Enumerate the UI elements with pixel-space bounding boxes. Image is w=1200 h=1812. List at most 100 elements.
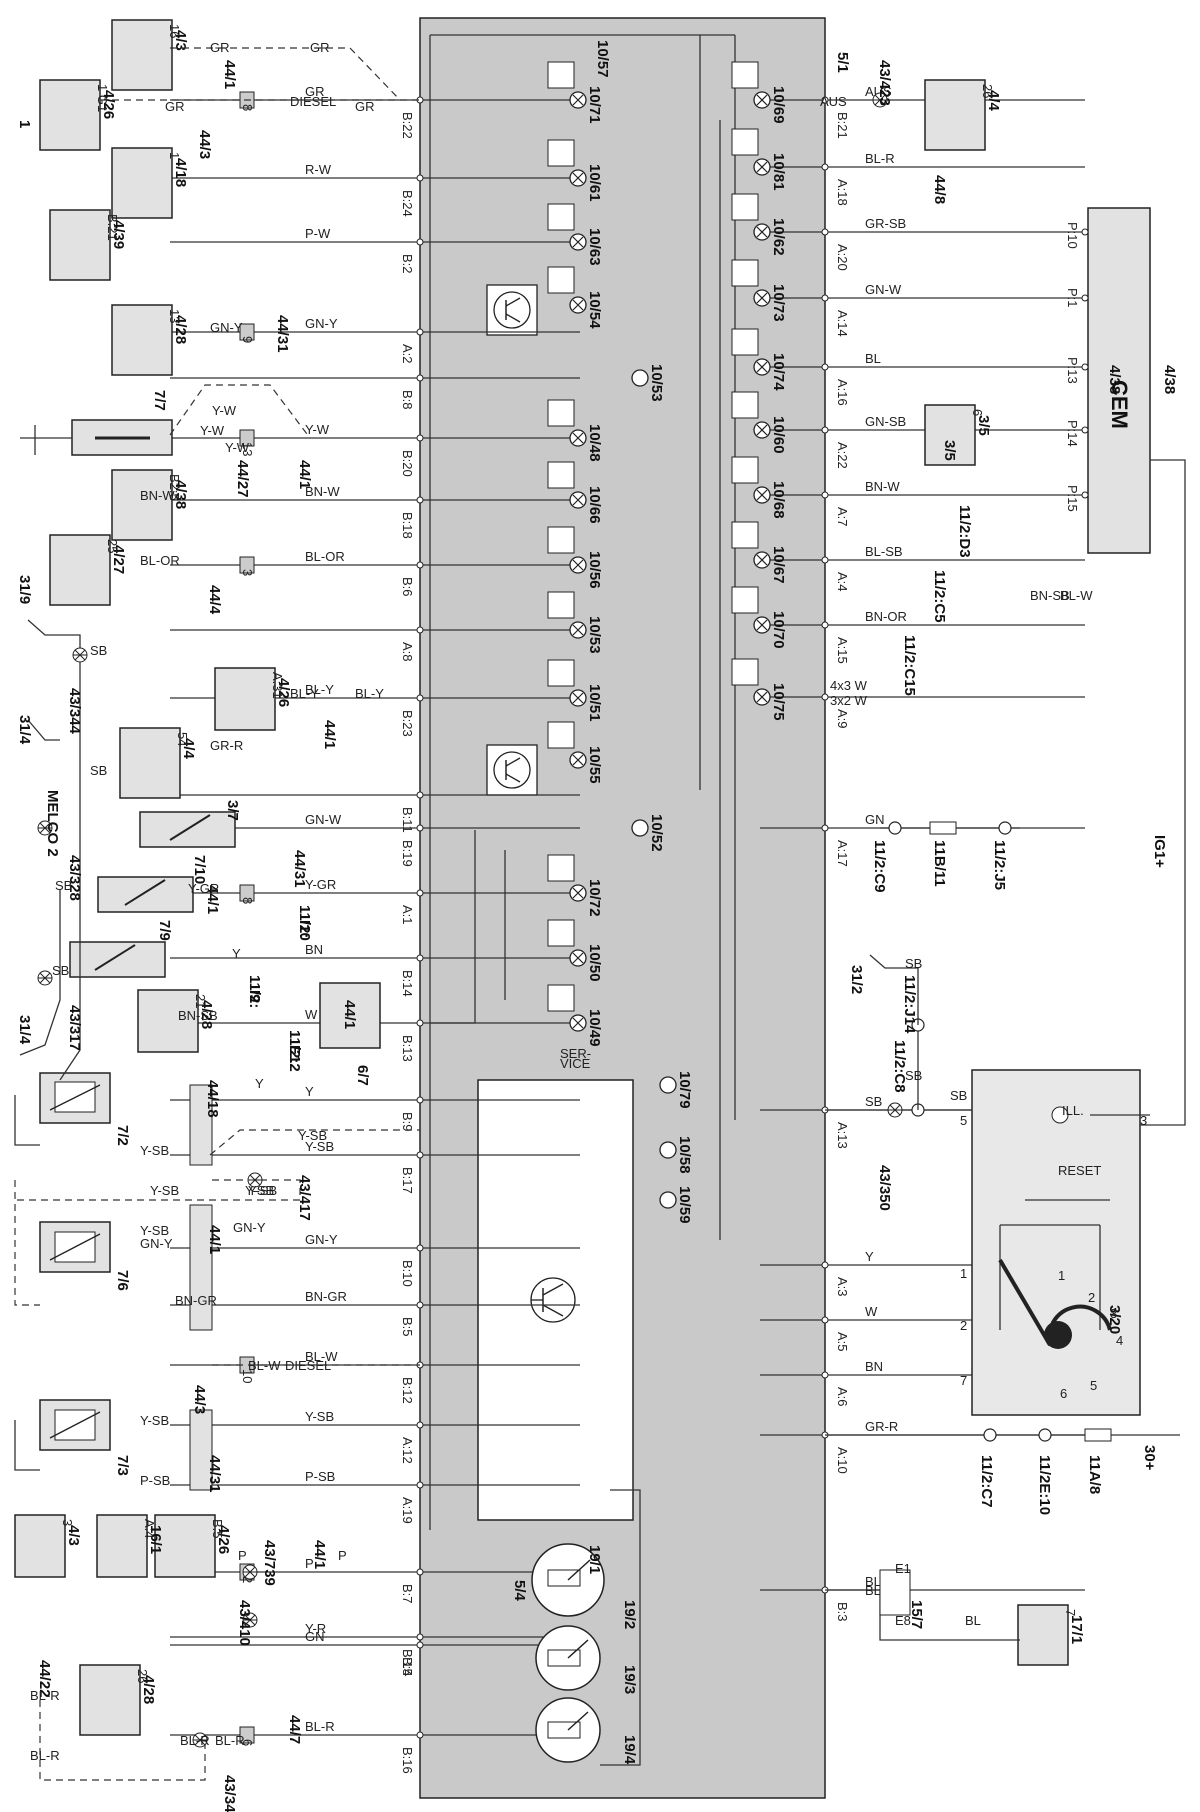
lamp-label: 10/72: [586, 879, 603, 917]
connector-pin: [416, 1421, 424, 1429]
wire-color-label: GN-SB: [865, 414, 906, 429]
reference-label: 11/2:D3: [956, 505, 973, 558]
annotation-text: SER-: [560, 1046, 591, 1061]
component-module: [154, 1514, 216, 1578]
reference-label: 11A/8: [1086, 1455, 1103, 1494]
annotation-text: Y-W: [212, 403, 237, 418]
module-pin-label: 3: [60, 1519, 75, 1526]
annotation-text: P-SB: [140, 1473, 170, 1488]
lamp-cross: [756, 226, 768, 238]
component-module: [111, 147, 173, 219]
reference-label: 31/4: [16, 715, 33, 745]
annotation-text: 3: [1140, 1113, 1147, 1128]
reference-label: 44/1: [204, 885, 221, 914]
module-pin-label: 54: [175, 732, 190, 746]
lamp-label: 10/57: [594, 40, 611, 78]
connector-pin: [416, 434, 424, 442]
lamp-label: 10/75: [770, 683, 787, 721]
connector-pin: [416, 791, 424, 799]
connector-pin: [821, 491, 829, 499]
component-module: [137, 989, 199, 1053]
reference-label: 3/5: [941, 440, 958, 461]
warning-symbol-icon: [547, 526, 575, 554]
cem-pin-label: P:10: [1065, 222, 1080, 249]
connector-pin: [416, 561, 424, 569]
annotation-text: BN-SB: [1030, 588, 1070, 603]
connector-pin-number: 8: [240, 897, 255, 904]
lamp-cross: [572, 692, 584, 704]
switch-7-7: [71, 419, 173, 456]
reference-label: 3/20: [1106, 1305, 1123, 1334]
reference-label: 43/328: [66, 855, 83, 901]
lamp-label: 10/63: [586, 228, 603, 266]
lamp-label: 10/68: [770, 481, 787, 519]
module-label: 3/5: [975, 415, 992, 436]
connector-pin: [821, 1316, 829, 1324]
module-pin-label: 1 G1: [95, 84, 110, 112]
lamp-cross: [756, 161, 768, 173]
annotation-text: BN-W: [140, 488, 175, 503]
reference-label: 7/6: [114, 1270, 131, 1291]
warning-symbol-icon: [731, 658, 759, 686]
module-pin-label: B:21: [105, 214, 120, 241]
wire-color-label: BL: [865, 1574, 881, 1589]
annotation-text: 7: [960, 1373, 967, 1388]
annotation-text: Y-SB: [140, 1413, 169, 1428]
wire-color-label: BL-Y: [305, 682, 334, 697]
connector-pin: [821, 163, 829, 171]
module-pin-label: 7: [1063, 1609, 1078, 1616]
pin-label: A:14: [835, 310, 850, 337]
reference-label: 11/2:C15: [901, 635, 918, 696]
connector-pin: [416, 626, 424, 634]
connector-pin: [416, 1151, 424, 1159]
pin-label: B:12: [400, 1377, 415, 1404]
reference-label: 7/10: [191, 855, 208, 884]
splice-cross: [193, 1734, 207, 1746]
tachometer-gauge: [535, 1625, 601, 1691]
lamp-cross: [572, 1017, 584, 1029]
reference-label: 44/31: [274, 315, 291, 353]
annotation-text: BL-R: [180, 1733, 210, 1748]
connector-pin: [416, 174, 424, 182]
annotation-text: SB: [905, 956, 922, 971]
reference-label: 43/350: [876, 1165, 893, 1211]
lamp-label: 10/49: [586, 1009, 603, 1047]
wire-color-label: GR-R: [865, 1419, 898, 1434]
reference-label: 43/739: [261, 1540, 278, 1586]
pin-label: B:15: [400, 1649, 415, 1676]
warning-symbol-icon: [547, 984, 575, 1012]
connector-pin: [821, 824, 829, 832]
module-label: 4/26: [215, 1525, 232, 1554]
transistor-icon: [486, 744, 538, 796]
wire-color-label: GN-W: [865, 282, 902, 297]
connector-pin: [821, 228, 829, 236]
lamp-label: 10/71: [586, 86, 603, 124]
module-label: 4/28: [198, 1000, 215, 1029]
warning-symbol-icon: [547, 203, 575, 231]
wire-color-label: GN: [865, 812, 885, 827]
reference-label: 43/417: [296, 1175, 313, 1221]
reference-label: 5/4: [511, 1580, 528, 1602]
reference-label: 11/2:C5: [931, 570, 948, 623]
connector-pin: [416, 328, 424, 336]
annotation-text: BN-GR: [175, 1293, 217, 1308]
connector-pin-number: 6: [240, 1739, 255, 1746]
annotation-text: GN-Y: [233, 1220, 266, 1235]
connector-block: [239, 556, 255, 574]
reference-label: 11/2:J14: [901, 975, 918, 1034]
cem-pin-label: P:14: [1065, 420, 1080, 447]
connector-pin: [821, 1261, 829, 1269]
wire-color-label: Y-W: [305, 422, 330, 437]
connector-block: [239, 429, 255, 447]
cem-pin: [1081, 228, 1089, 236]
module-label: 4/28: [140, 1675, 157, 1704]
pin-label: A:2: [400, 344, 415, 364]
reference-label: 44/3: [196, 130, 213, 159]
annotation-text: 1: [1058, 1268, 1065, 1283]
annotation-text: GR: [355, 99, 375, 114]
pin-label: B:16: [400, 1747, 415, 1774]
cem-pin: [1081, 294, 1089, 302]
warning-symbol-icon: [547, 659, 575, 687]
annotation-text: 3x2 W: [830, 693, 868, 708]
